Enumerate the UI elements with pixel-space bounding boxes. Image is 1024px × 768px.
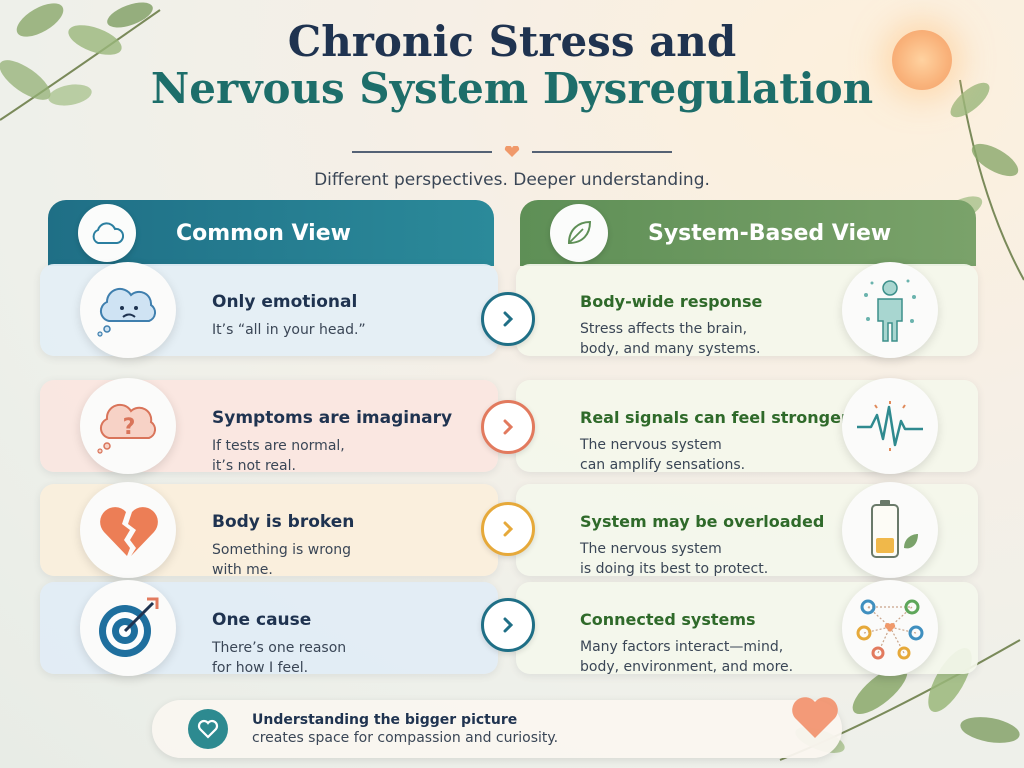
title-line-1: Chronic Stress and bbox=[287, 17, 737, 66]
decorative-heart-icon bbox=[792, 697, 838, 738]
common-view-row: ? Symptoms are imaginary If tests are no… bbox=[40, 378, 498, 474]
common-view-row: Body is broken Something is wrong with m… bbox=[40, 482, 498, 578]
compare-arrow-button[interactable] bbox=[481, 400, 535, 454]
title-line-2: Nervous System Dysregulation bbox=[150, 64, 874, 114]
chevron-right-icon bbox=[503, 419, 514, 435]
title-divider bbox=[352, 146, 672, 157]
row-body: Stress affects the brain, body, and many… bbox=[580, 321, 761, 358]
heart-icon bbox=[188, 709, 228, 749]
summary-heading: Understanding the bigger picture bbox=[252, 712, 518, 728]
page-title: Chronic Stress and Nervous System Dysreg… bbox=[0, 18, 1024, 112]
cloud-icon bbox=[78, 204, 136, 262]
compare-arrow-button[interactable] bbox=[481, 598, 535, 652]
sad-cloud-icon bbox=[80, 262, 176, 358]
row-heading: System may be overloaded bbox=[580, 512, 825, 531]
battery-icon bbox=[842, 482, 938, 578]
network-icon bbox=[842, 580, 938, 676]
row-heading: Real signals can feel stronger bbox=[580, 408, 849, 427]
summary-banner: Understanding the bigger picture creates… bbox=[152, 700, 842, 758]
small-heart-icon bbox=[504, 146, 520, 157]
leaves-top-left-decoration bbox=[0, 2, 161, 121]
row-body: Something is wrong with me. bbox=[212, 542, 352, 579]
target-icon bbox=[80, 580, 176, 676]
system-view-header: System-Based View bbox=[520, 200, 976, 266]
row-heading: Symptoms are imaginary bbox=[212, 408, 453, 428]
common-view-header: Common View bbox=[48, 200, 494, 266]
chevron-right-icon bbox=[503, 617, 514, 633]
compare-arrow-button[interactable] bbox=[481, 292, 535, 346]
row-heading: Body is broken bbox=[212, 512, 355, 532]
leaf-icon bbox=[550, 204, 608, 262]
chevron-right-icon bbox=[503, 521, 514, 537]
common-view-row: One cause There’s one reason for how I f… bbox=[40, 580, 498, 676]
row-heading: Body-wide response bbox=[580, 292, 763, 311]
system-view-row: Connected systems Many factors interact—… bbox=[516, 580, 978, 676]
system-view-row: Body-wide response Stress affects the br… bbox=[516, 262, 978, 358]
summary-body: creates space for compassion and curiosi… bbox=[252, 730, 559, 746]
compare-arrow-button[interactable] bbox=[481, 502, 535, 556]
row-body: If tests are normal, it’s not real. bbox=[212, 438, 345, 475]
common-view-label: Common View bbox=[176, 220, 351, 246]
row-body: It’s “all in your head.” bbox=[212, 322, 366, 338]
sun-decoration bbox=[892, 30, 952, 90]
row-body: The nervous system is doing its best to … bbox=[580, 541, 769, 578]
system-view-row: Real signals can feel stronger The nervo… bbox=[516, 378, 978, 474]
row-heading: Only emotional bbox=[212, 292, 358, 312]
pulse-icon bbox=[842, 378, 938, 474]
broken-heart-icon bbox=[80, 482, 176, 578]
common-view-row: Only emotional It’s “all in your head.” bbox=[40, 262, 498, 358]
subtitle: Different perspectives. Deeper understan… bbox=[314, 170, 710, 190]
svg-text:?: ? bbox=[123, 415, 136, 440]
row-body: There’s one reason for how I feel. bbox=[212, 640, 347, 677]
system-view-row: System may be overloaded The nervous sys… bbox=[516, 482, 978, 578]
system-view-label: System-Based View bbox=[648, 220, 892, 246]
row-body: The nervous system can amplify sensation… bbox=[580, 437, 746, 474]
row-body: Many factors interact—mind, body, enviro… bbox=[580, 639, 794, 676]
body-icon bbox=[842, 262, 938, 358]
chevron-right-icon bbox=[503, 311, 514, 327]
row-heading: One cause bbox=[212, 610, 312, 630]
question-cloud-icon: ? bbox=[80, 378, 176, 474]
row-heading: Connected systems bbox=[580, 610, 756, 629]
